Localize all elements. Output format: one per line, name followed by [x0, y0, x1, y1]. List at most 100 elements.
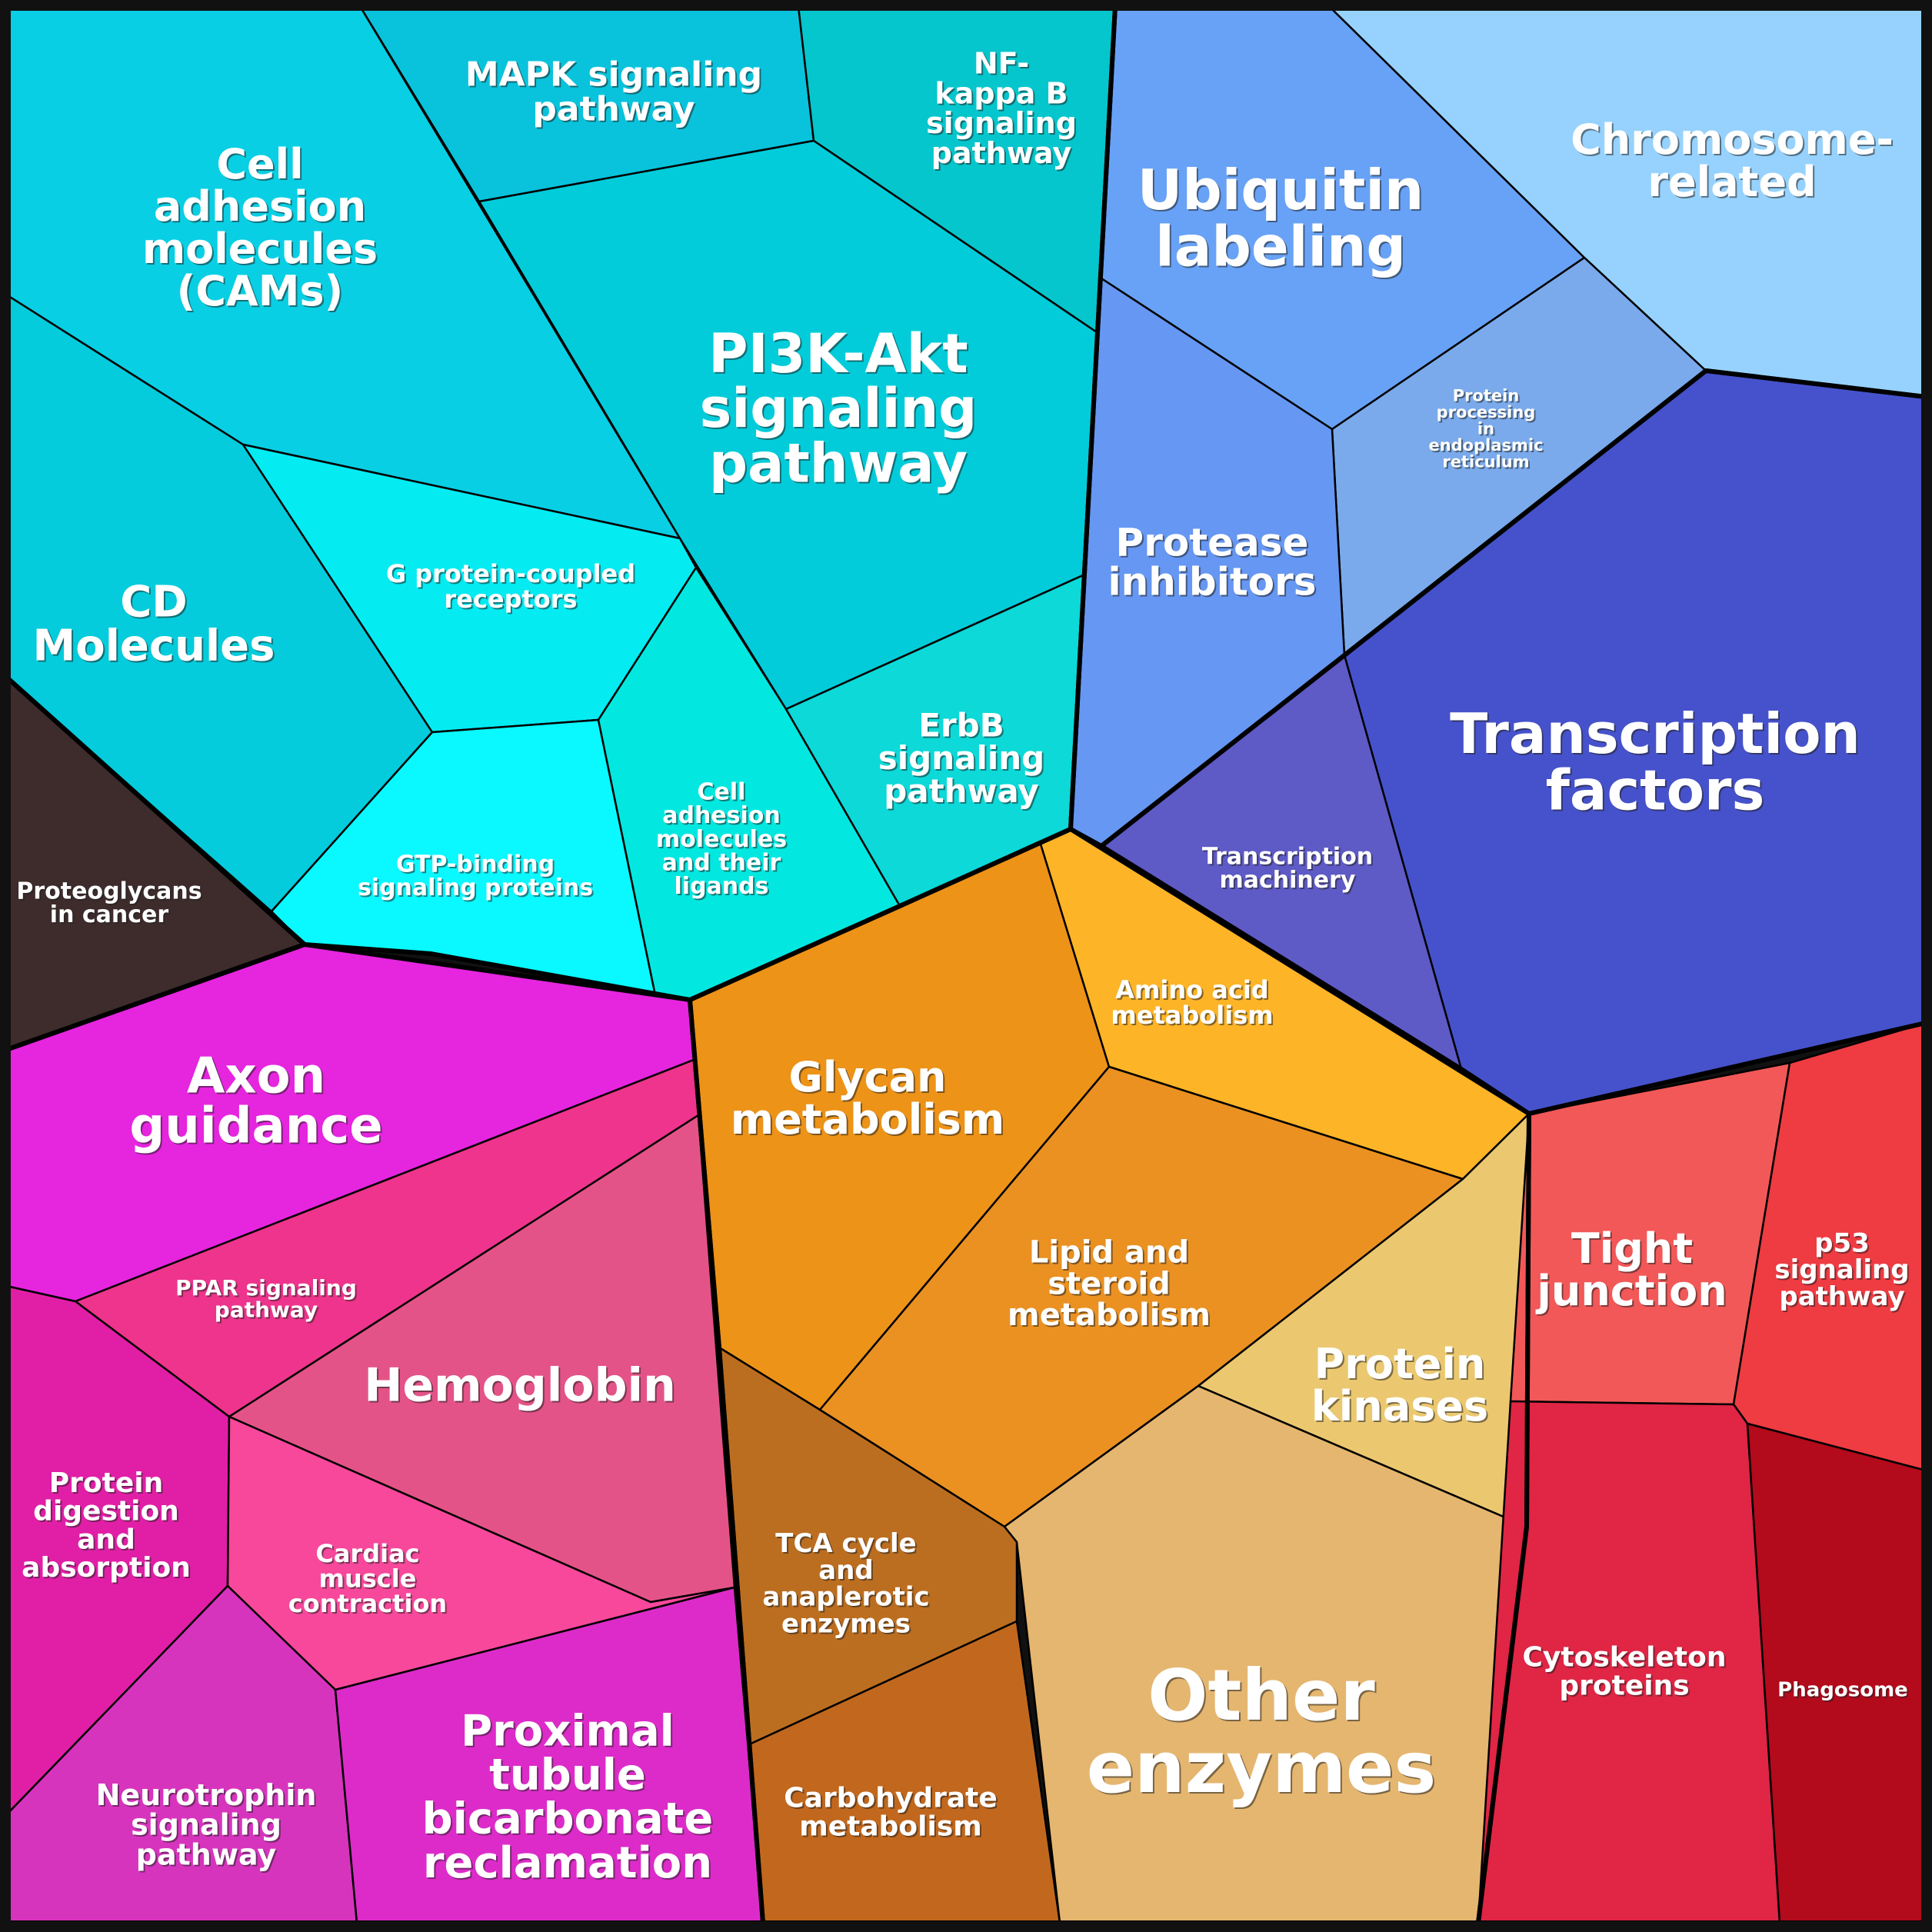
label-shadow: enzymes [783, 1610, 912, 1641]
label-line: Protein [1314, 1340, 1486, 1388]
label-line: molecules [656, 826, 787, 853]
label-line: Protease [1116, 521, 1309, 565]
label-shadow: muscle [321, 1566, 418, 1595]
label-line: GTP-binding [396, 851, 555, 878]
label-shadow: receptors [445, 586, 578, 615]
label-shadow: labeling [1157, 216, 1407, 281]
label-line: labeling [1155, 215, 1406, 279]
label-carbohydrate-metabolism: CarbohydrateCarbohydratemetabolismmetabo… [784, 1783, 999, 1844]
label-line: G protein-coupled [386, 559, 635, 588]
label-line: Phagosome [1777, 1678, 1908, 1701]
label-line: related [1647, 158, 1816, 206]
label-shadow: processing [1438, 405, 1537, 423]
label-shadow: molecules [658, 828, 788, 854]
label-line: processing [1437, 403, 1536, 421]
label-shadow: machinery [1221, 868, 1357, 895]
label-line: adhesion [662, 802, 781, 829]
label-line: contraction [288, 1589, 447, 1618]
label-line: Transcription [1202, 844, 1373, 871]
label-line: signaling proteins [358, 874, 593, 901]
label-line: Tight [1571, 1224, 1693, 1273]
label-shadow: pathway [711, 434, 969, 497]
label-line: enzymes [1087, 1727, 1436, 1809]
label-shadow: Transcription [1451, 703, 1862, 768]
label-shadow: GTP-binding [398, 853, 556, 880]
label-line: CD [120, 578, 188, 628]
label-shadow: signaling [132, 1810, 283, 1844]
label-line: and their [662, 849, 781, 876]
label-line: anaplerotic [762, 1582, 929, 1613]
label-shadow: guidance [131, 1100, 384, 1157]
label-line: Transcription [1450, 701, 1860, 766]
label-line: Axon [187, 1048, 325, 1104]
label-shadow: pathway [534, 91, 696, 130]
label-line: MAPK signaling [465, 55, 762, 94]
label-proximal-tubule-bicarbonate-reclamation: ProximalProximaltubuletubulebicarbonateb… [422, 1706, 715, 1889]
label-shadow: Molecules [35, 623, 277, 673]
label-line: adhesion [154, 182, 366, 231]
label-shadow: pathway [138, 1839, 278, 1873]
label-shadow: pathway [933, 138, 1074, 172]
label-line: digestion [33, 1496, 179, 1527]
cells-layer [5, 5, 1927, 1924]
label-shadow: metabolism [732, 1097, 1006, 1145]
label-line: reticulum [1442, 452, 1529, 471]
label-line: guidance [129, 1098, 382, 1155]
label-shadow: Cytoskeleton [1524, 1644, 1728, 1675]
label-shadow: Amino acid [1117, 977, 1270, 1006]
label-shadow: pathway [216, 1298, 319, 1324]
label-shadow: kappa B [936, 78, 1069, 112]
label-line: Hemoglobin [364, 1359, 676, 1413]
label-shadow: Glycan [791, 1054, 948, 1103]
label-line: signaling [1774, 1254, 1909, 1285]
label-line: molecules [142, 225, 378, 273]
label-shadow: pathway [1780, 1283, 1906, 1314]
label-shadow: G protein-coupled [388, 561, 637, 590]
label-shadow: p53 [1816, 1230, 1871, 1261]
label-shadow: inhibitors [1109, 561, 1317, 606]
label-shadow: and their [664, 851, 783, 878]
label-shadow: (CAMs) [178, 268, 345, 317]
label-shadow: related [1649, 159, 1817, 208]
label-line: factors [1546, 758, 1765, 823]
label-shadow: ErbB [920, 708, 1005, 745]
label-line: PPAR signaling [175, 1275, 357, 1301]
label-shadow: Protein [1316, 1341, 1487, 1390]
label-shadow: Proximal [462, 1707, 676, 1757]
label-line: receptors [444, 585, 577, 614]
label-shadow: Transcription [1204, 845, 1374, 872]
label-line: metabolism [799, 1810, 982, 1842]
label-shadow: adhesion [155, 184, 368, 232]
label-shadow: TCA cycle [777, 1530, 918, 1561]
label-line: pathway [136, 1837, 277, 1871]
label-cardiac-muscle-contraction: CardiacCardiacmusclemusclecontractioncon… [288, 1539, 448, 1620]
label-shadow: Hemoglobin [365, 1361, 678, 1414]
label-shadow: PPAR signaling [177, 1277, 358, 1302]
label-shadow: factors [1547, 760, 1767, 824]
label-pi3k-akt-signaling-pathway: PI3K-AktPI3K-Aktsignalingsignalingpathwa… [700, 322, 979, 497]
label-line: in cancer [50, 901, 169, 928]
label-shadow: pathway [885, 774, 1041, 811]
label-line: endoplasmic [1428, 436, 1543, 455]
label-shadow: digestion [35, 1497, 181, 1529]
label-line: ErbB [918, 706, 1004, 744]
label-shadow: in cancer [52, 903, 171, 930]
label-protein-processing-in-endoplasmic-reticulum: ProteinProteinprocessingprocessingininen… [1428, 387, 1544, 473]
label-line: inhibitors [1108, 560, 1316, 605]
label-line: Ubiquitin [1138, 158, 1424, 222]
cell-phagosome[interactable] [1746, 1422, 1927, 1924]
